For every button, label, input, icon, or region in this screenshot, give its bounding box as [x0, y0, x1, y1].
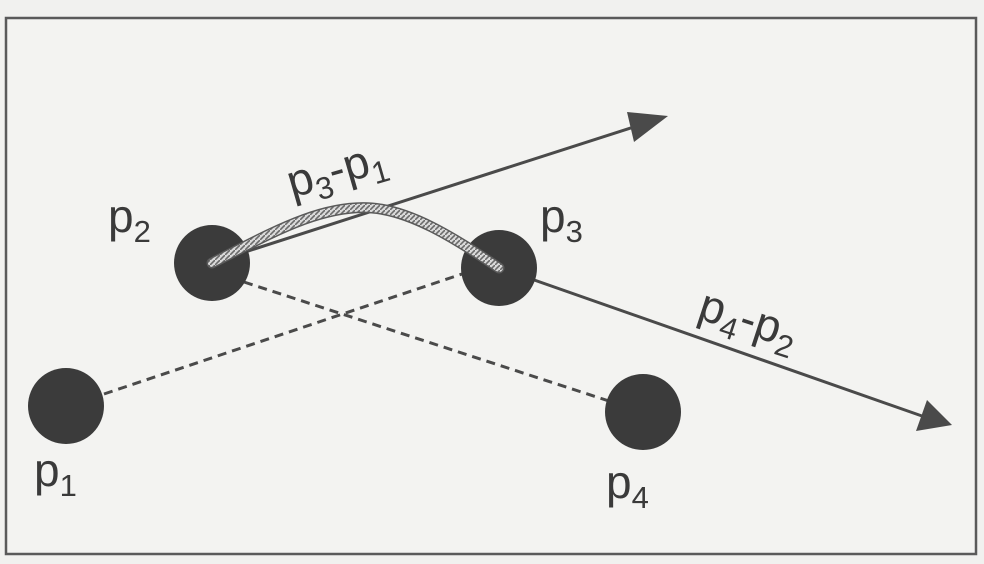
label-p1: p1: [34, 444, 77, 503]
tangent-arrow-p3-minus-p1: [213, 123, 641, 264]
spline-segment-fill: [208, 203, 503, 272]
arrowhead-icon: [627, 112, 668, 142]
dashed-line-p1-p3: [103, 270, 469, 396]
point-p4: [605, 374, 681, 450]
dashed-line-p2-p4: [243, 280, 613, 404]
point-p1: [28, 368, 104, 444]
label-p3: p3: [540, 190, 583, 249]
arrowhead-icon: [916, 400, 952, 431]
label-p4: p4: [606, 456, 649, 515]
tangent-arrow-p4-minus-p2: [499, 266, 923, 418]
label-p2: p2: [108, 190, 151, 249]
